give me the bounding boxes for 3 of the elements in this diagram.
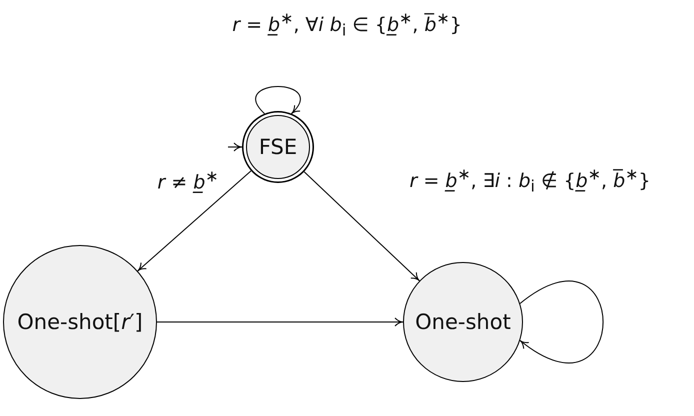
state-name: One-shot[r′] — [17, 310, 143, 334]
state-name: One-shot — [415, 310, 511, 334]
state-name: FSE — [258, 135, 298, 159]
